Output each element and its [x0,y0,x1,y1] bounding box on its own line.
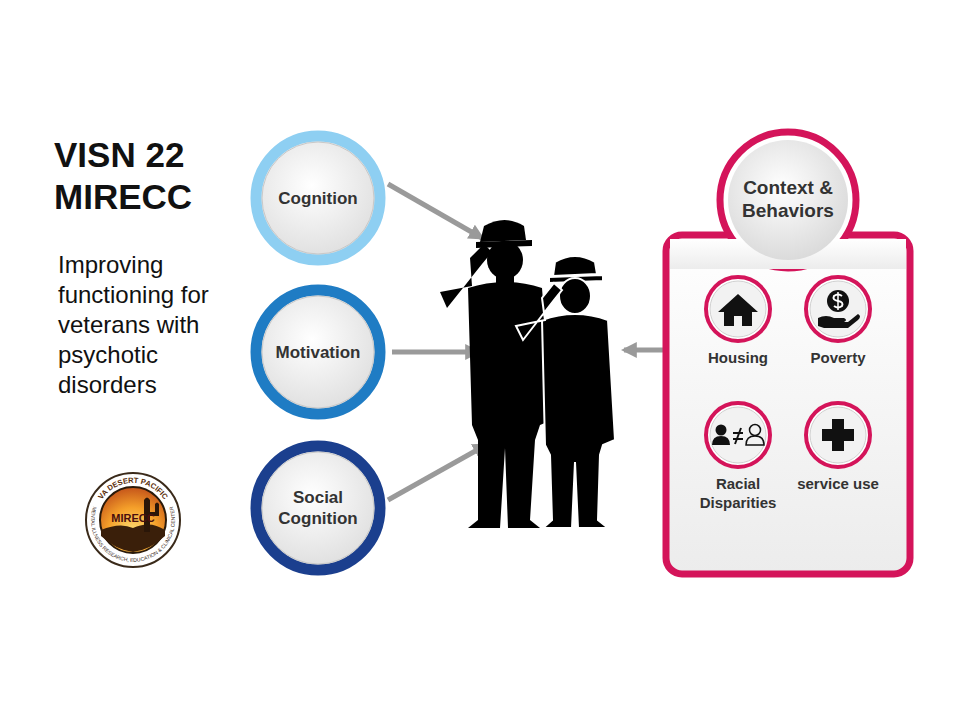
icon-label: Racial Disparities [688,474,788,512]
icon-label: Housing [688,348,788,367]
logo-text: MENTAL ILLNESS RESEARCH, EDUCATION & CLI… [90,506,176,563]
icon-node: service use [788,400,888,524]
icon-node: Housing [688,274,788,384]
logo-text: MIRECC [111,512,154,524]
icon-label: service use [788,474,888,493]
factor-label: Social Cognition [266,487,370,529]
caption: Improving functioning for veterans with … [58,250,210,400]
factor-label: Motivation [266,342,370,363]
icon-outline [688,274,788,384]
ring-outline [250,440,386,576]
caption-box: Improving functioning for veterans with … [58,250,218,400]
logo-text: VA DESERT PACIFIC [96,476,170,502]
icon-node: Poverty [788,274,888,384]
icon-outline [788,274,888,384]
icon-outline [788,400,888,524]
panel-heading: Context & Behaviors [728,176,848,222]
svg-text:VA DESERT PACIFIC: VA DESERT PACIFIC [96,476,170,502]
svg-text:MENTAL ILLNESS RESEARCH, EDUCA: MENTAL ILLNESS RESEARCH, EDUCATION & CLI… [90,506,176,563]
title-box: VISN 22 MIRECC [54,134,224,218]
icon-node: Racial Disparities [688,400,788,524]
icon-label: Poverty [788,348,888,367]
title: VISN 22 MIRECC [54,134,219,218]
factor-circle: Cognition [250,130,386,266]
soldier-silhouette [516,256,615,528]
factor-circle: Social Cognition [250,440,386,576]
logo: VA DESERT PACIFIC MIRECC MENTAL ILLNESS … [86,473,180,567]
factor-circle: Motivation [250,284,386,420]
factor-label: Cognition [266,188,370,209]
soldier-silhouette [440,220,552,528]
context-panel: Context & BehaviorsHousingPovertyRacial … [660,128,916,580]
